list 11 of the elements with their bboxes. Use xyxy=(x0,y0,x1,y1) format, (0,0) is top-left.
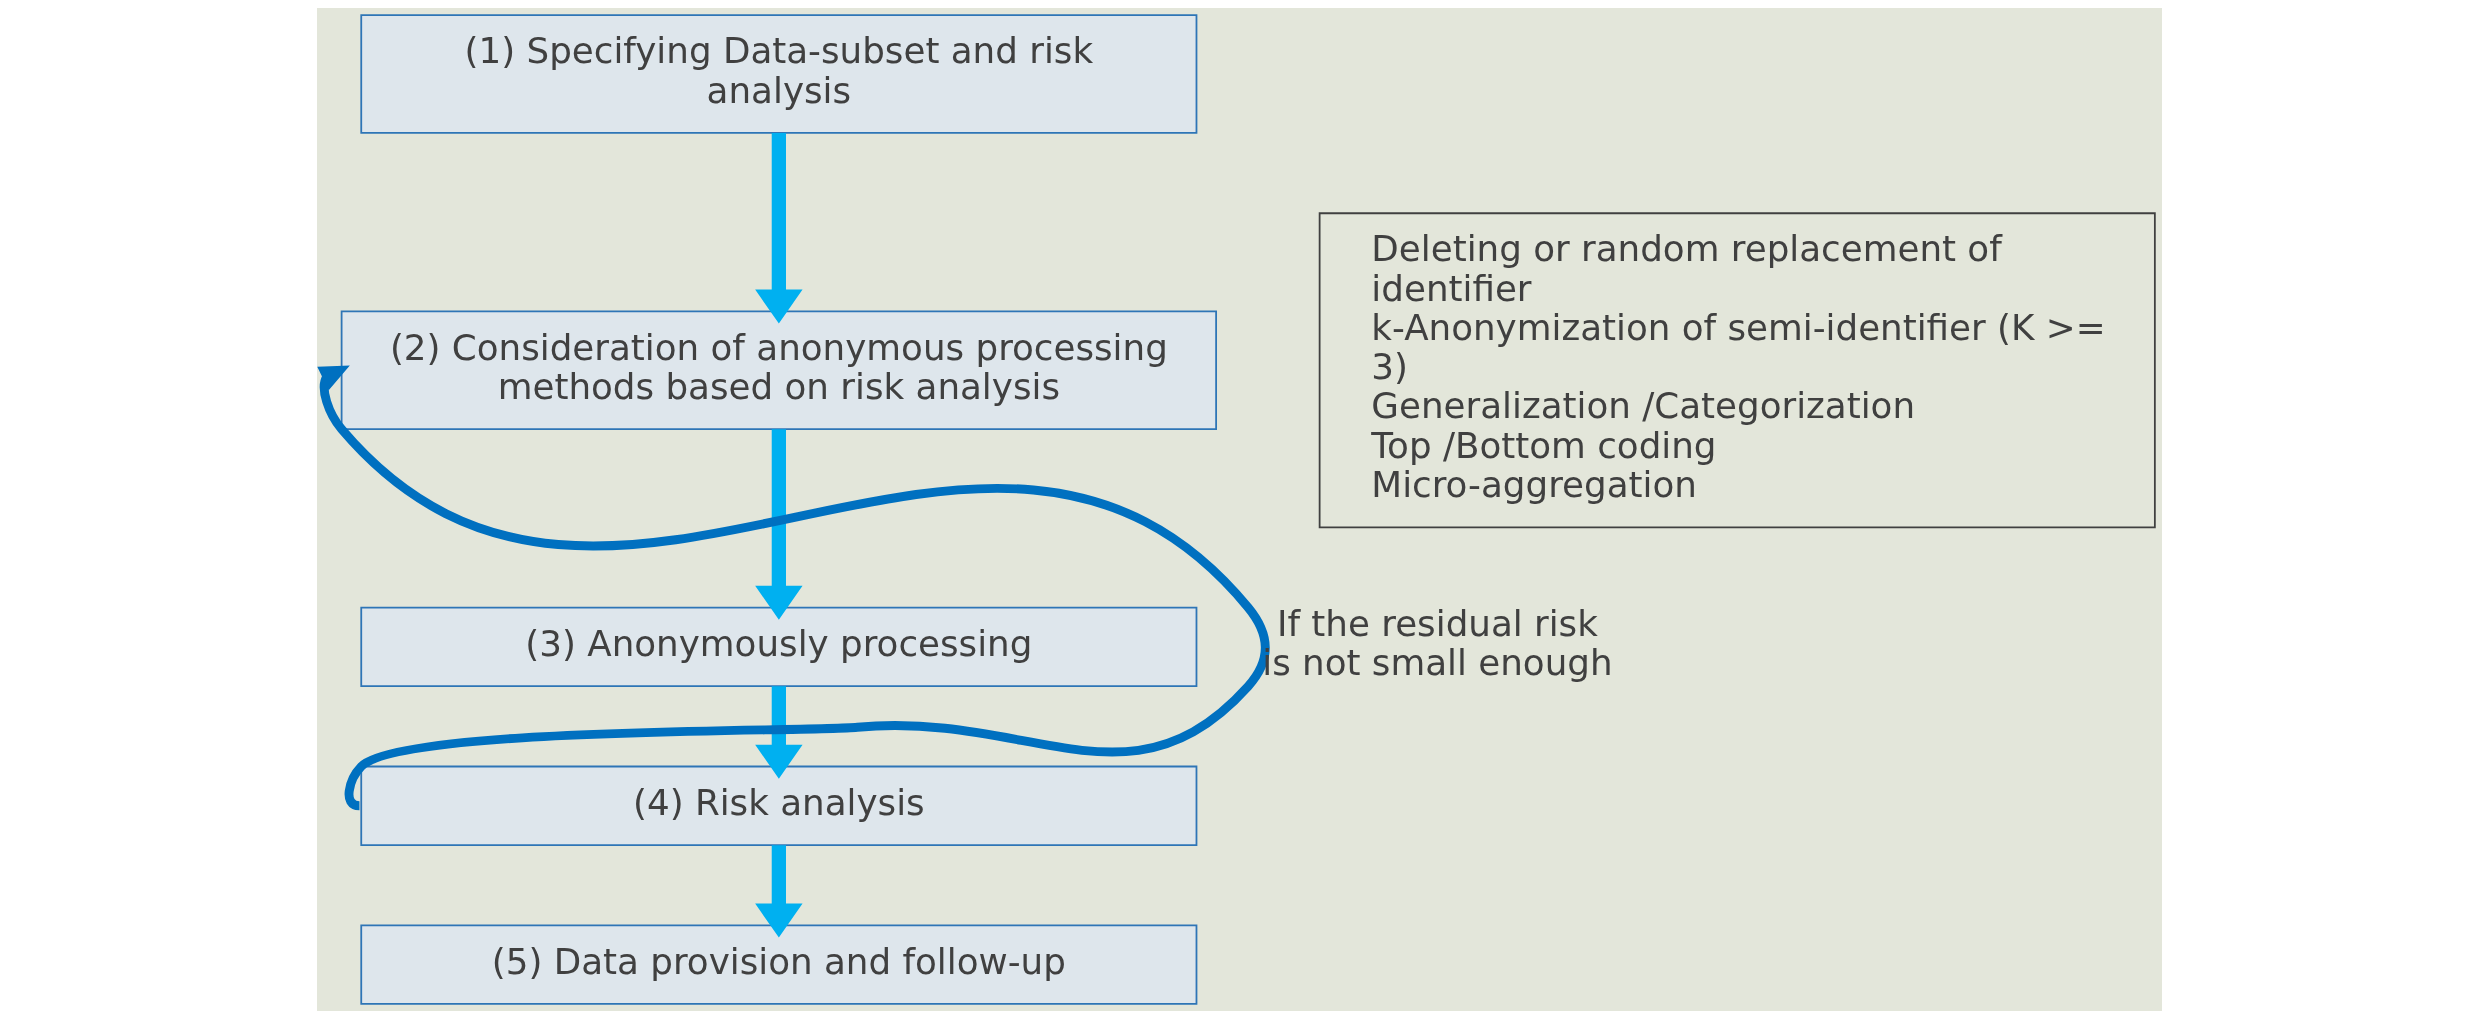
node-box: (3) Anonymously processing xyxy=(359,606,1197,688)
node-box: Deleting or random replacement of identifier k-Anonymization of semi-identifier (K >= 3) Generalization /Categorization Top /Bottom coding Micro-aggregation xyxy=(1318,212,2156,529)
node-box: (5) Data provision and follow-up xyxy=(359,924,1197,1005)
arrow xyxy=(754,429,803,620)
node-box: (4) Risk analysis xyxy=(359,765,1197,846)
arrow xyxy=(754,845,803,938)
node-box: (2) Consideration of anonymous processing methods based on risk analysis xyxy=(340,310,1217,431)
edge-label: If the residual risk is not small enough xyxy=(1261,603,1613,684)
arrow xyxy=(754,132,803,324)
arrow xyxy=(754,686,803,779)
node-box: (1) Specifying Data-subset and risk analysis xyxy=(359,14,1197,134)
